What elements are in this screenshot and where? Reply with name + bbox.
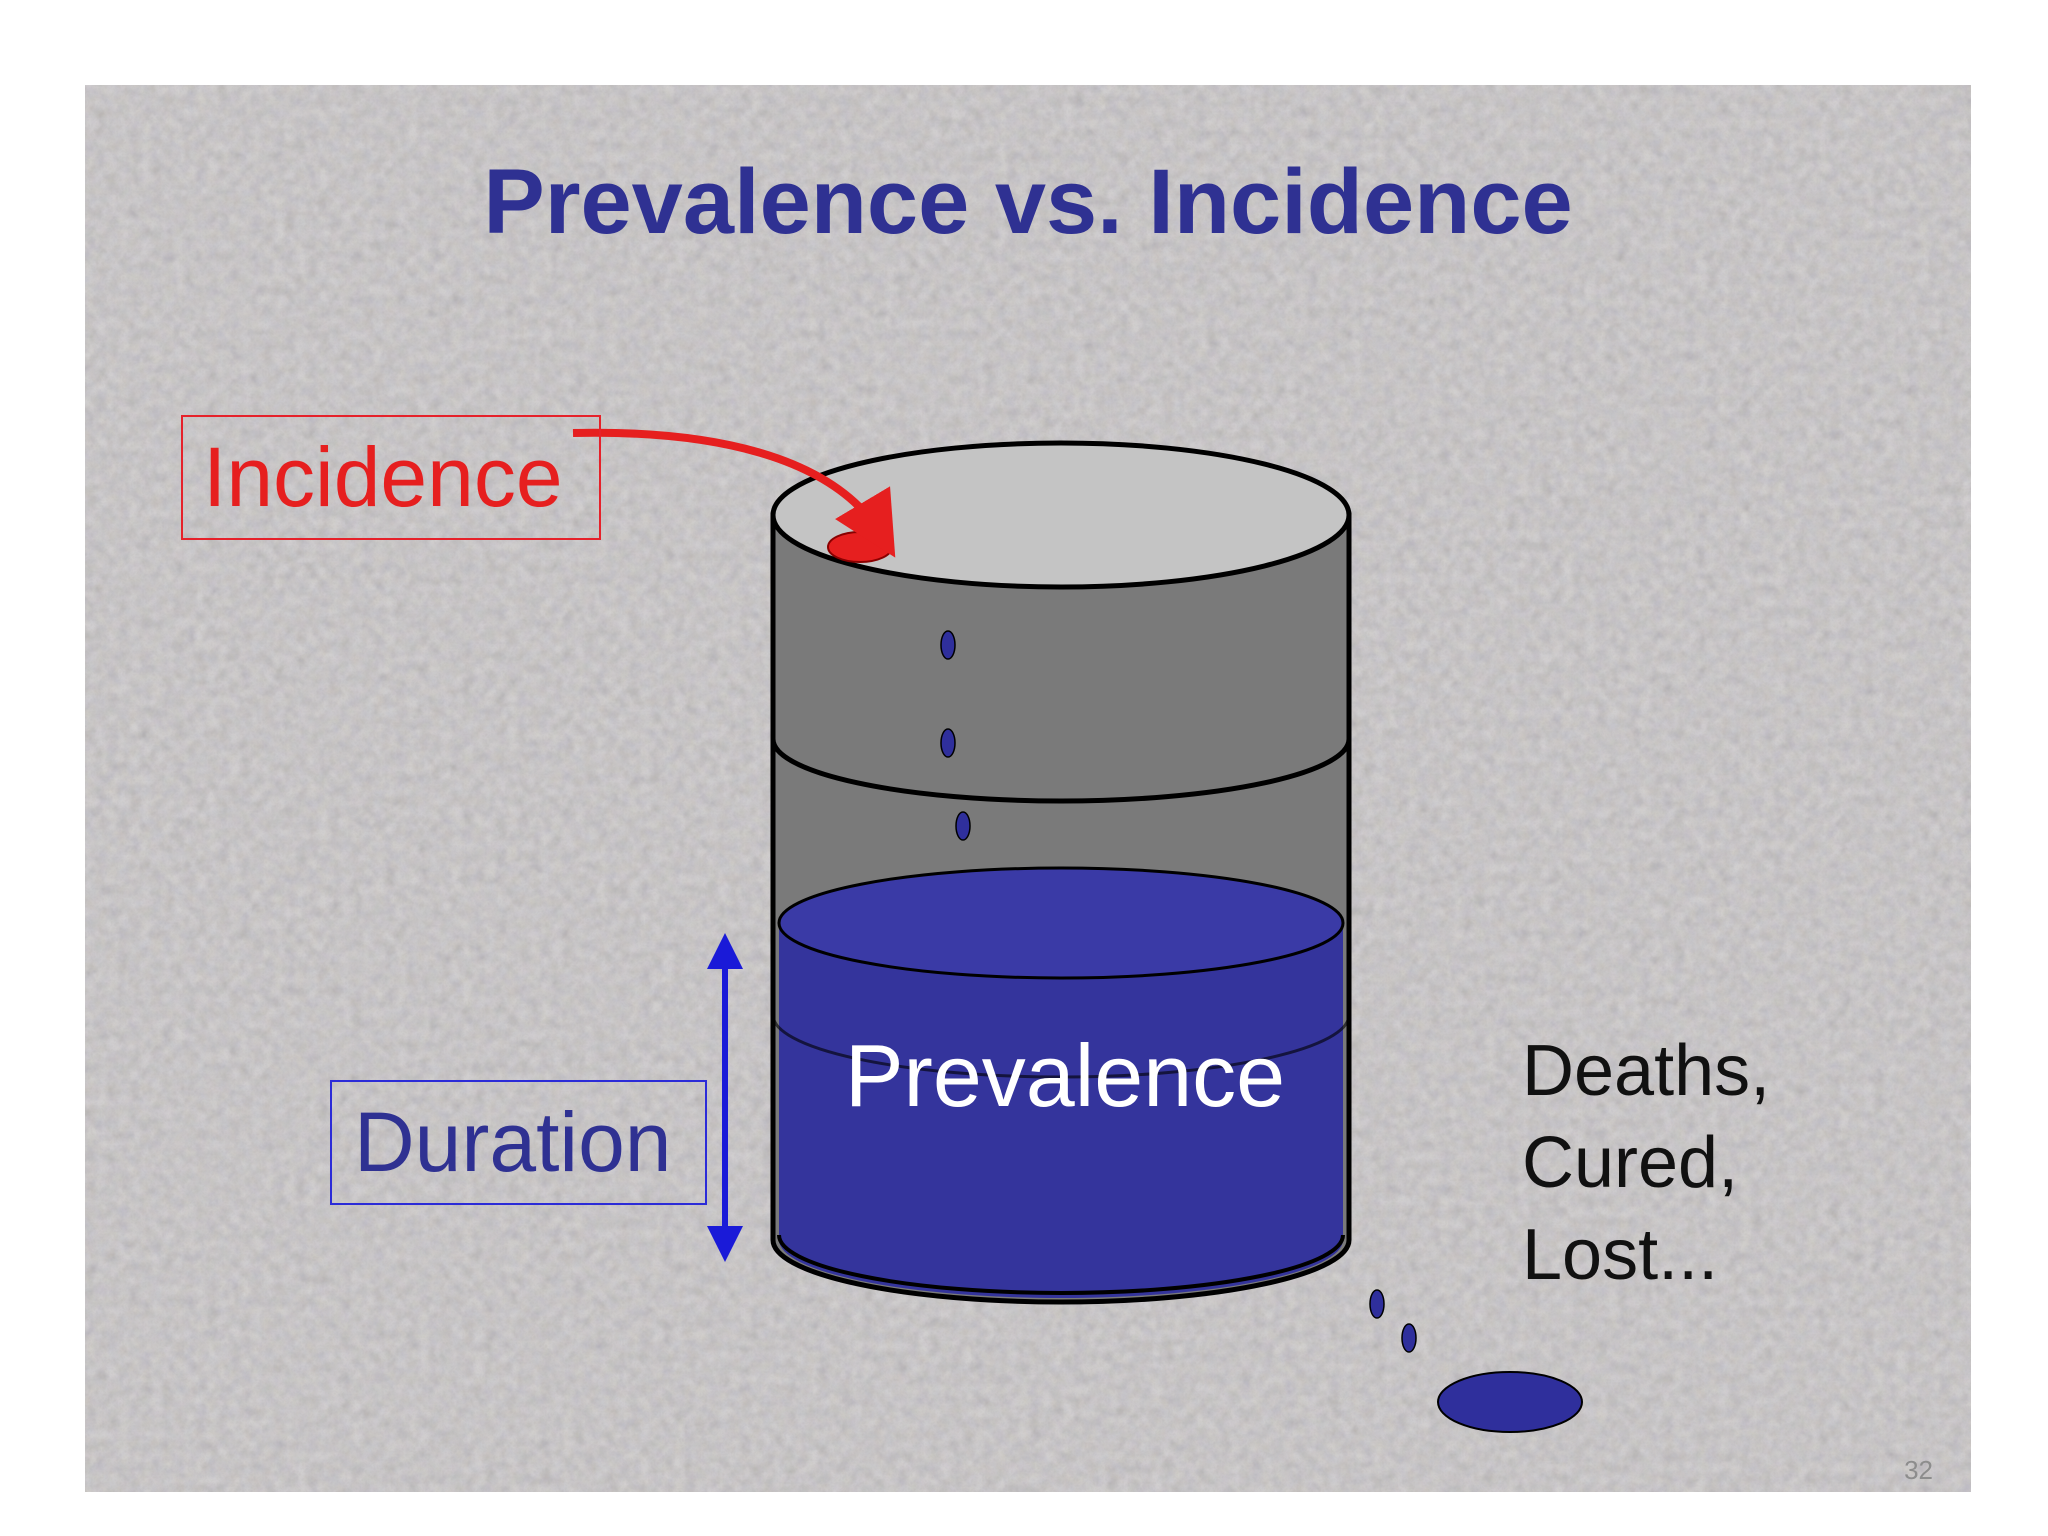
incidence-label: Incidence bbox=[181, 415, 601, 540]
prevalence-fluid-surface bbox=[777, 866, 1345, 980]
slide-title: Prevalence vs. Incidence bbox=[483, 151, 1573, 253]
prevalence-label: Prevalence bbox=[844, 1026, 1286, 1125]
falling-drop bbox=[955, 811, 971, 841]
outflow-label: Deaths, Cured, Lost... bbox=[1522, 1025, 1770, 1301]
prevalence-cylinder-diagram bbox=[572, 428, 1583, 1433]
prevalence-fluid-bottom-rim bbox=[777, 1234, 1345, 1295]
slide: Prevalence vs. Incidence bbox=[85, 85, 1971, 1492]
falling-drop bbox=[940, 630, 956, 660]
outflow-cured: Cured, bbox=[1522, 1123, 1739, 1203]
outflow-lost: Lost... bbox=[1522, 1215, 1719, 1295]
duration-label: Duration bbox=[330, 1080, 707, 1205]
cylinder-top bbox=[770, 440, 1352, 590]
incidence-arrow bbox=[572, 428, 896, 558]
slide-number: 32 bbox=[1904, 1455, 1933, 1485]
cylinder-mid-rim bbox=[770, 738, 1352, 804]
prevalence-fluid bbox=[779, 923, 1343, 1298]
falling-drop bbox=[940, 728, 956, 758]
outflow-drop bbox=[1401, 1323, 1417, 1353]
outflow-puddle bbox=[1437, 1371, 1583, 1433]
outflow-deaths: Deaths, bbox=[1522, 1031, 1771, 1111]
outflow-drop bbox=[1369, 1289, 1385, 1319]
cylinder-low-rim bbox=[771, 1014, 1351, 1079]
